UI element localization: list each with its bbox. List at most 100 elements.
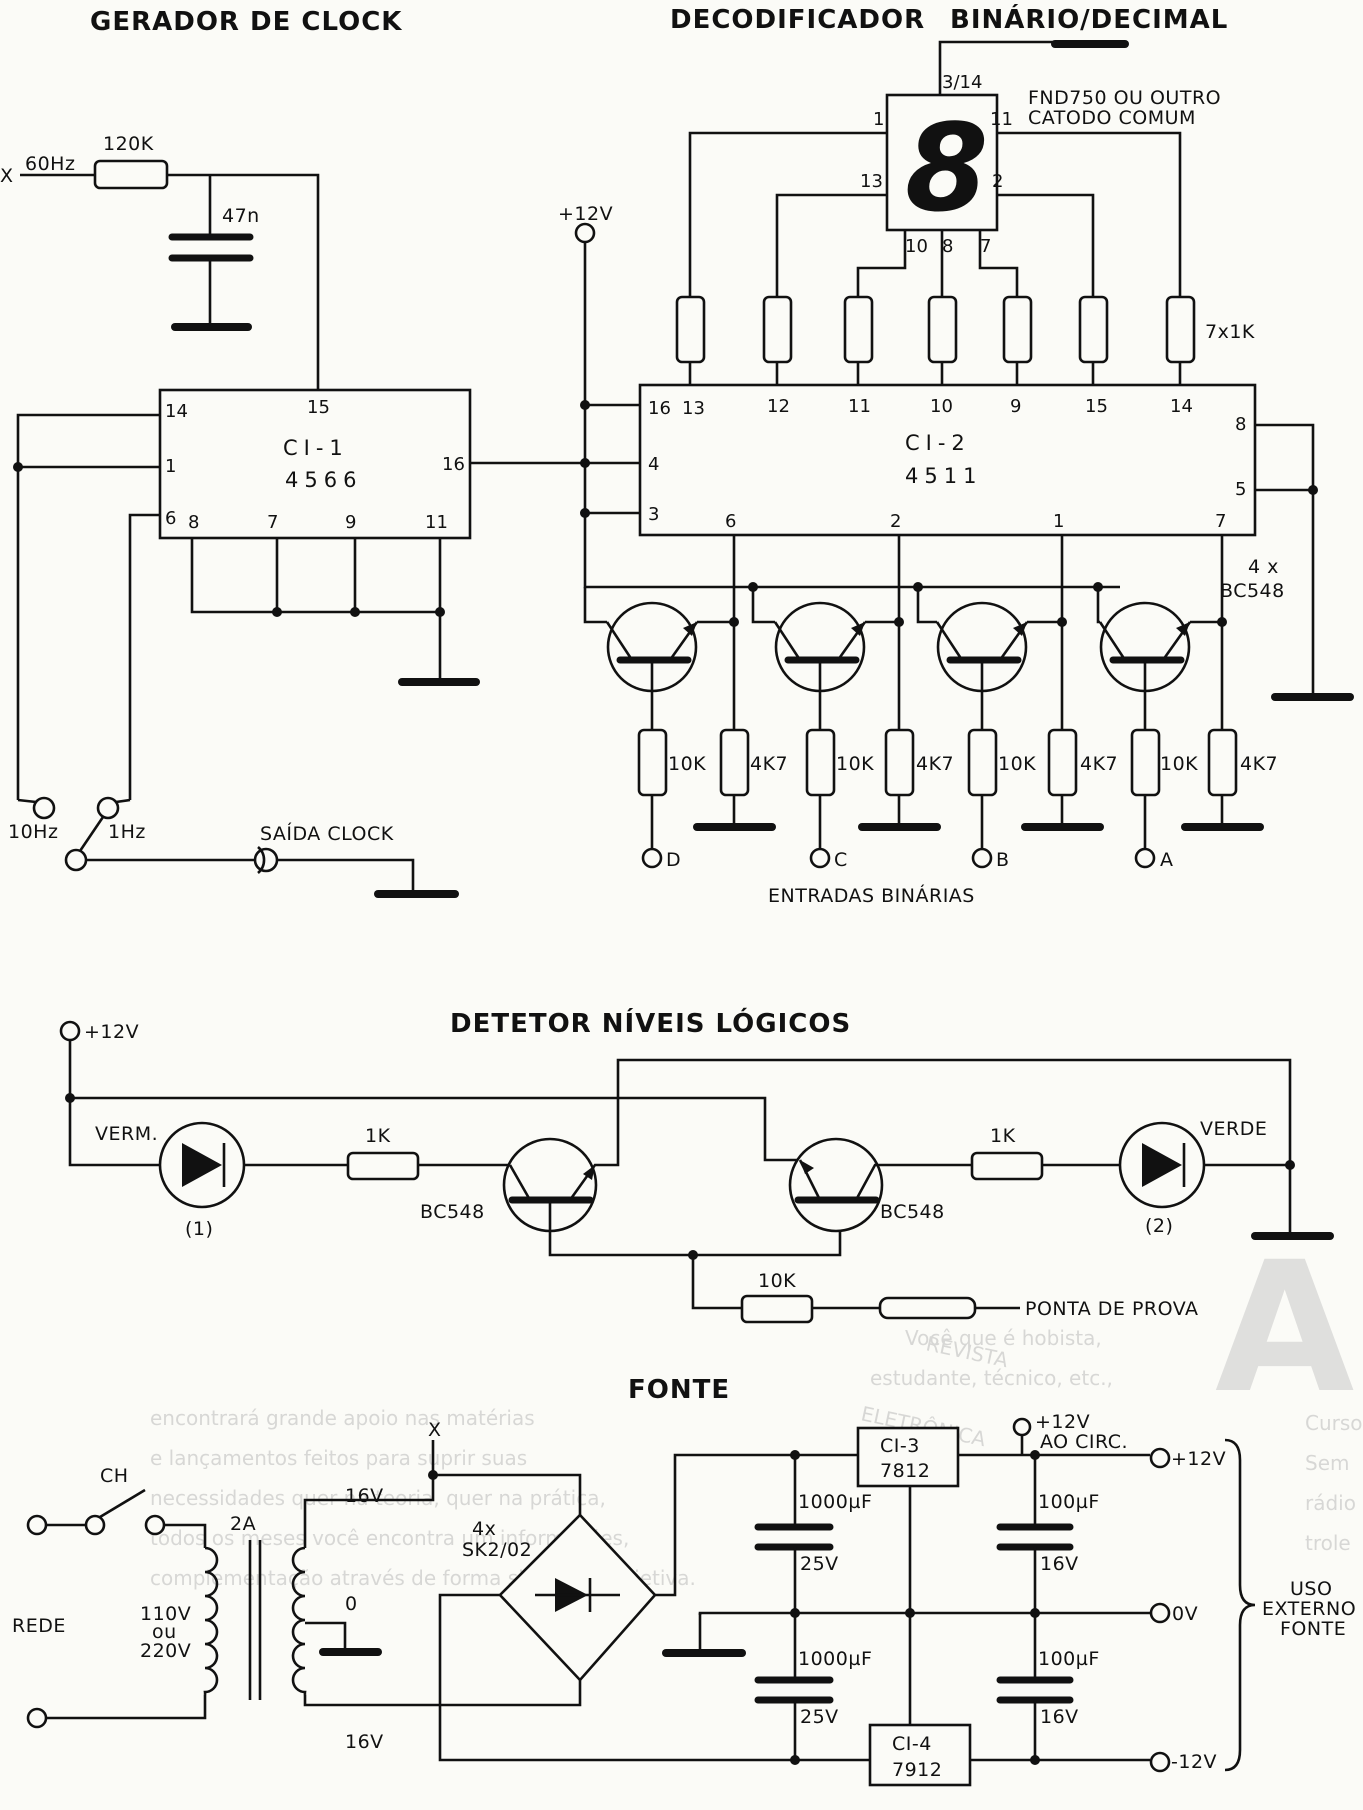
- res-4k7-label: 4K7: [1080, 753, 1118, 775]
- ci1-pin-14: 14: [165, 401, 188, 422]
- secondary-top-label: 16V: [345, 1485, 384, 1507]
- output-minus12-label: -12V: [1171, 1751, 1217, 1773]
- bg-side-4: trole: [1305, 1531, 1351, 1555]
- input-b-terminal[interactable]: [971, 847, 993, 869]
- output-plus12-terminal[interactable]: [1149, 1447, 1171, 1469]
- ci2-pin-9: 9: [1010, 396, 1021, 417]
- regulator-ci4-7912: [868, 1723, 972, 1787]
- display-pin-11: 11: [990, 109, 1013, 130]
- plus12-to-circuit-terminal[interactable]: [1012, 1417, 1032, 1437]
- detector-title: DETETOR NÍVEIS LÓGICOS: [450, 1007, 851, 1039]
- transistor-stage-b: [913, 535, 1104, 869]
- ci1-pin-15: 15: [307, 397, 330, 418]
- cap2-voltage: 25V: [800, 1706, 839, 1728]
- output-minus12-terminal[interactable]: [1149, 1751, 1171, 1773]
- test-probe[interactable]: [878, 1296, 977, 1320]
- ci2-pin-11: 11: [848, 396, 871, 417]
- input-c-label: C: [834, 849, 848, 871]
- frequency-switch-lever[interactable]: [78, 816, 105, 852]
- input-a-terminal[interactable]: [1134, 847, 1156, 869]
- mains-terminal-top[interactable]: [26, 1514, 48, 1536]
- ci2-pin-15: 15: [1085, 396, 1108, 417]
- switch-1hz-label: 1Hz: [108, 821, 146, 843]
- bg-line-2: estudante, técnico, etc.,: [870, 1366, 1113, 1390]
- decoder-title-2: BINÁRIO/DECIMAL: [950, 3, 1228, 35]
- seven-segment-display: [885, 93, 999, 232]
- vcc-terminal[interactable]: [574, 222, 596, 244]
- output-0v-terminal[interactable]: [1149, 1602, 1171, 1624]
- resistor-1k-label-2: 1K: [990, 1125, 1016, 1147]
- input-a-label: A: [1160, 849, 1174, 871]
- ci2-pin-3: 3: [648, 504, 659, 525]
- cap3-voltage: 16V: [1040, 1553, 1079, 1575]
- ci2-pin-13: 13: [682, 398, 705, 419]
- background-print: A REVISTA ELETRÔNICA Você que é hobista,…: [150, 1224, 1363, 1590]
- ci1-pin-1: 1: [165, 456, 176, 477]
- detector-vcc-terminal[interactable]: [59, 1020, 81, 1042]
- binary-inputs-label: ENTRADAS BINÁRIAS: [768, 884, 975, 907]
- ci1-pin-6: 6: [165, 508, 176, 529]
- cap3-label: 100µF: [1038, 1491, 1100, 1513]
- mains-terminal-bottom[interactable]: [26, 1707, 48, 1729]
- clock-input-x: X: [0, 165, 14, 187]
- resistor-array-7x1k: [675, 295, 1196, 364]
- display-pin-8: 8: [942, 236, 953, 257]
- output-plus12-label: +12V: [1171, 1448, 1226, 1470]
- cap1-label: 1000µF: [798, 1491, 872, 1513]
- power-title: FONTE: [628, 1375, 730, 1405]
- res-4k7-label: 4K7: [1240, 753, 1278, 775]
- resistor-1k: [346, 1151, 420, 1181]
- input-d-terminal[interactable]: [641, 847, 663, 869]
- bg-side-3: rádio: [1305, 1491, 1356, 1515]
- res-4k7-label: 4K7: [750, 753, 788, 775]
- ci1-pin-11: 11: [425, 512, 448, 533]
- input-c-terminal[interactable]: [809, 847, 831, 869]
- ci2-pin-7: 7: [1215, 511, 1226, 532]
- cap4-label: 100µF: [1038, 1648, 1100, 1670]
- switch-10hz-label: 10Hz: [8, 821, 58, 843]
- switch-contact-10hz[interactable]: [32, 796, 56, 820]
- external-use-3: FONTE: [1280, 1618, 1346, 1640]
- transistor-stage-c: [748, 535, 941, 869]
- ci2-pin-14: 14: [1170, 396, 1193, 417]
- ci2-pin-1: 1: [1053, 511, 1064, 532]
- resistor-4k7: [719, 728, 750, 797]
- green-led-number: (2): [1145, 1215, 1173, 1237]
- cap4-voltage: 16V: [1040, 1706, 1079, 1728]
- resistor-array-label: 7x1K: [1205, 321, 1255, 343]
- ci2-pin-4: 4: [648, 454, 659, 475]
- transistor-count: 4 x: [1248, 556, 1279, 578]
- green-led-label: VERDE: [1200, 1118, 1267, 1140]
- display-note-2: CATODO COMUM: [1028, 107, 1196, 129]
- ci1-pin-16: 16: [442, 454, 465, 475]
- bg-line-5: necessidades quer na teoria, quer na prá…: [150, 1486, 606, 1510]
- res-10k-label: 10K: [998, 753, 1036, 775]
- red-led-number: (1): [185, 1218, 213, 1240]
- display-pin-13: 13: [860, 171, 883, 192]
- clock-output-label: SAÍDA CLOCK: [260, 822, 394, 845]
- input-b-label: B: [996, 849, 1010, 871]
- external-use-brace: [1224, 1438, 1256, 1772]
- clock-output-jack[interactable]: [253, 847, 279, 873]
- resistor-10k: [967, 728, 998, 797]
- resistor-10k: [805, 728, 836, 797]
- center-tap-label: 0: [345, 1593, 358, 1615]
- switch-common[interactable]: [64, 848, 88, 872]
- secondary-bottom-label: 16V: [345, 1731, 384, 1753]
- bg-line-4: e lançamentos feitos para suprir suas: [150, 1446, 527, 1470]
- power-switch-contact-a[interactable]: [84, 1514, 106, 1536]
- ci2-pin-16: 16: [648, 398, 671, 419]
- switch-contact-1hz[interactable]: [96, 796, 120, 820]
- ci2-pin-8: 8: [1235, 414, 1246, 435]
- ic-ci2-4511: [638, 383, 1257, 537]
- detector-vcc-label: +12V: [84, 1021, 139, 1043]
- power-switch-contact-b[interactable]: [144, 1514, 166, 1536]
- bg-line-1: Você que é hobista,: [905, 1326, 1102, 1350]
- resistor-4k7: [1047, 728, 1078, 797]
- resistor-4k7: [1207, 728, 1238, 797]
- power-switch-lever[interactable]: [99, 1488, 146, 1519]
- ci1-pin-7: 7: [267, 512, 278, 533]
- resistor-10k: [637, 728, 668, 797]
- transistor-stage-a: [1093, 535, 1264, 869]
- res-10k-label: 10K: [1160, 753, 1198, 775]
